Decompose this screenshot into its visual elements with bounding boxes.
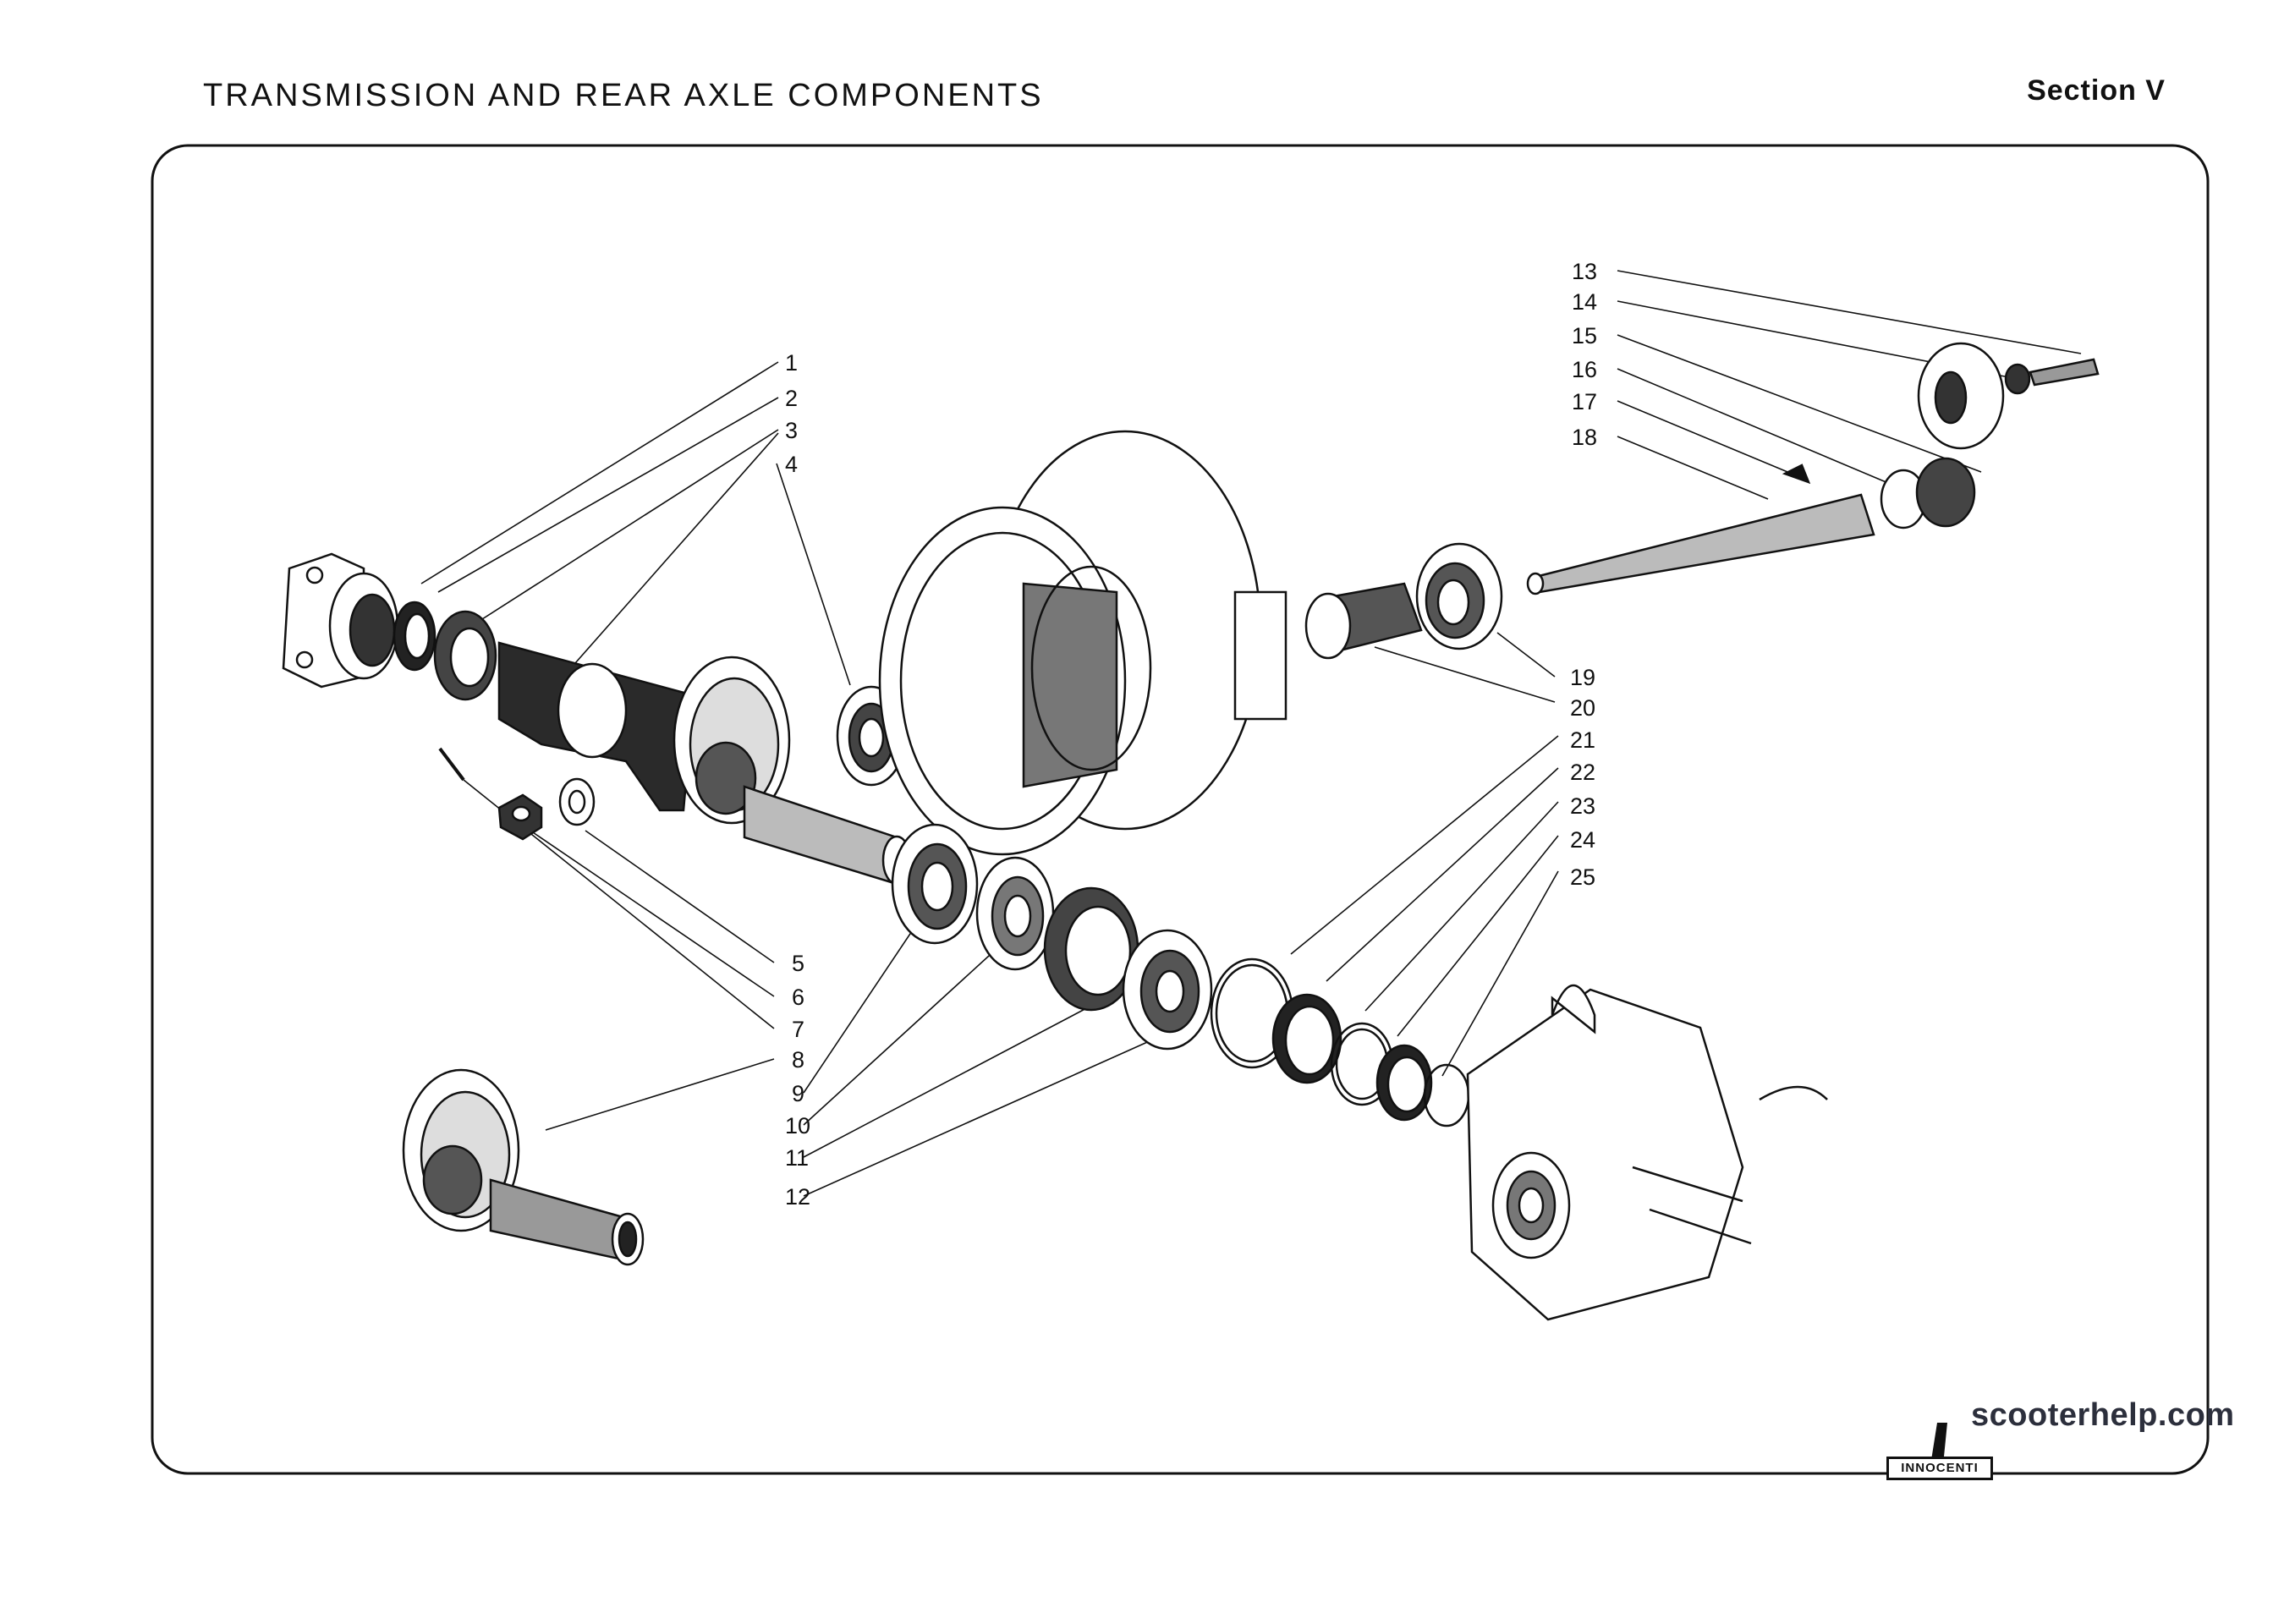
- part-label: 23: [1570, 793, 1595, 819]
- part-label: 3: [785, 418, 798, 443]
- part-label: 11: [785, 1145, 809, 1171]
- part-label: 19: [1570, 665, 1595, 690]
- part-label: 16: [1572, 357, 1597, 382]
- innocenti-logo-text: INNOCENTI: [1886, 1457, 1993, 1480]
- part-label: 12: [785, 1184, 810, 1210]
- left-seal-rings: [393, 601, 497, 701]
- bearing-19: [1415, 542, 1503, 650]
- part-label: 17: [1572, 389, 1597, 414]
- part-label: 5: [792, 951, 804, 976]
- part-label: 24: [1570, 827, 1595, 853]
- axle-shaft: [1526, 493, 1875, 595]
- part-label: 6: [792, 985, 804, 1010]
- part-label: 21: [1570, 727, 1595, 753]
- sleeve-20: [1304, 582, 1423, 660]
- section-label: Section V: [2027, 74, 2166, 107]
- part-labels: 1 2 3 4 5 6 7 8 9 10 11 12 13 14 15 16 1…: [785, 259, 1597, 1210]
- part-label: 15: [1572, 323, 1597, 348]
- part-label: 1: [785, 350, 798, 376]
- shim-rings: [1210, 957, 1470, 1127]
- part-label: 25: [1570, 864, 1595, 890]
- part-label: 18: [1572, 425, 1597, 450]
- gearbox-casing: [1466, 985, 1828, 1321]
- page-title: TRANSMISSION AND REAR AXLE COMPONENTS: [203, 78, 1044, 113]
- axle-nut-assembly: [1782, 342, 2100, 529]
- flange-housing: [282, 552, 399, 689]
- part-label: 14: [1572, 289, 1597, 315]
- part-label: 2: [785, 386, 798, 411]
- part-label: 13: [1572, 259, 1597, 284]
- part-label: 20: [1570, 695, 1595, 721]
- nut-washer-pin: [438, 747, 596, 841]
- carrier-bracket: [497, 641, 695, 812]
- leader-lines: [420, 270, 2082, 1197]
- diagram-frame: [151, 144, 2210, 1475]
- part-label: 7: [792, 1017, 804, 1042]
- crown-wheel-lower: [402, 1068, 645, 1266]
- part-label: 22: [1570, 760, 1595, 785]
- pinion-bearings: [891, 823, 1213, 1051]
- crown-wheel-upper: [673, 656, 912, 886]
- part-label: 10: [785, 1113, 810, 1138]
- hub-brake-drum: [878, 430, 1287, 856]
- part-label: 4: [785, 452, 798, 477]
- watermark: scooterhelp.com: [1971, 1397, 2235, 1433]
- part-label: 8: [792, 1047, 804, 1073]
- part-label: 9: [792, 1081, 804, 1106]
